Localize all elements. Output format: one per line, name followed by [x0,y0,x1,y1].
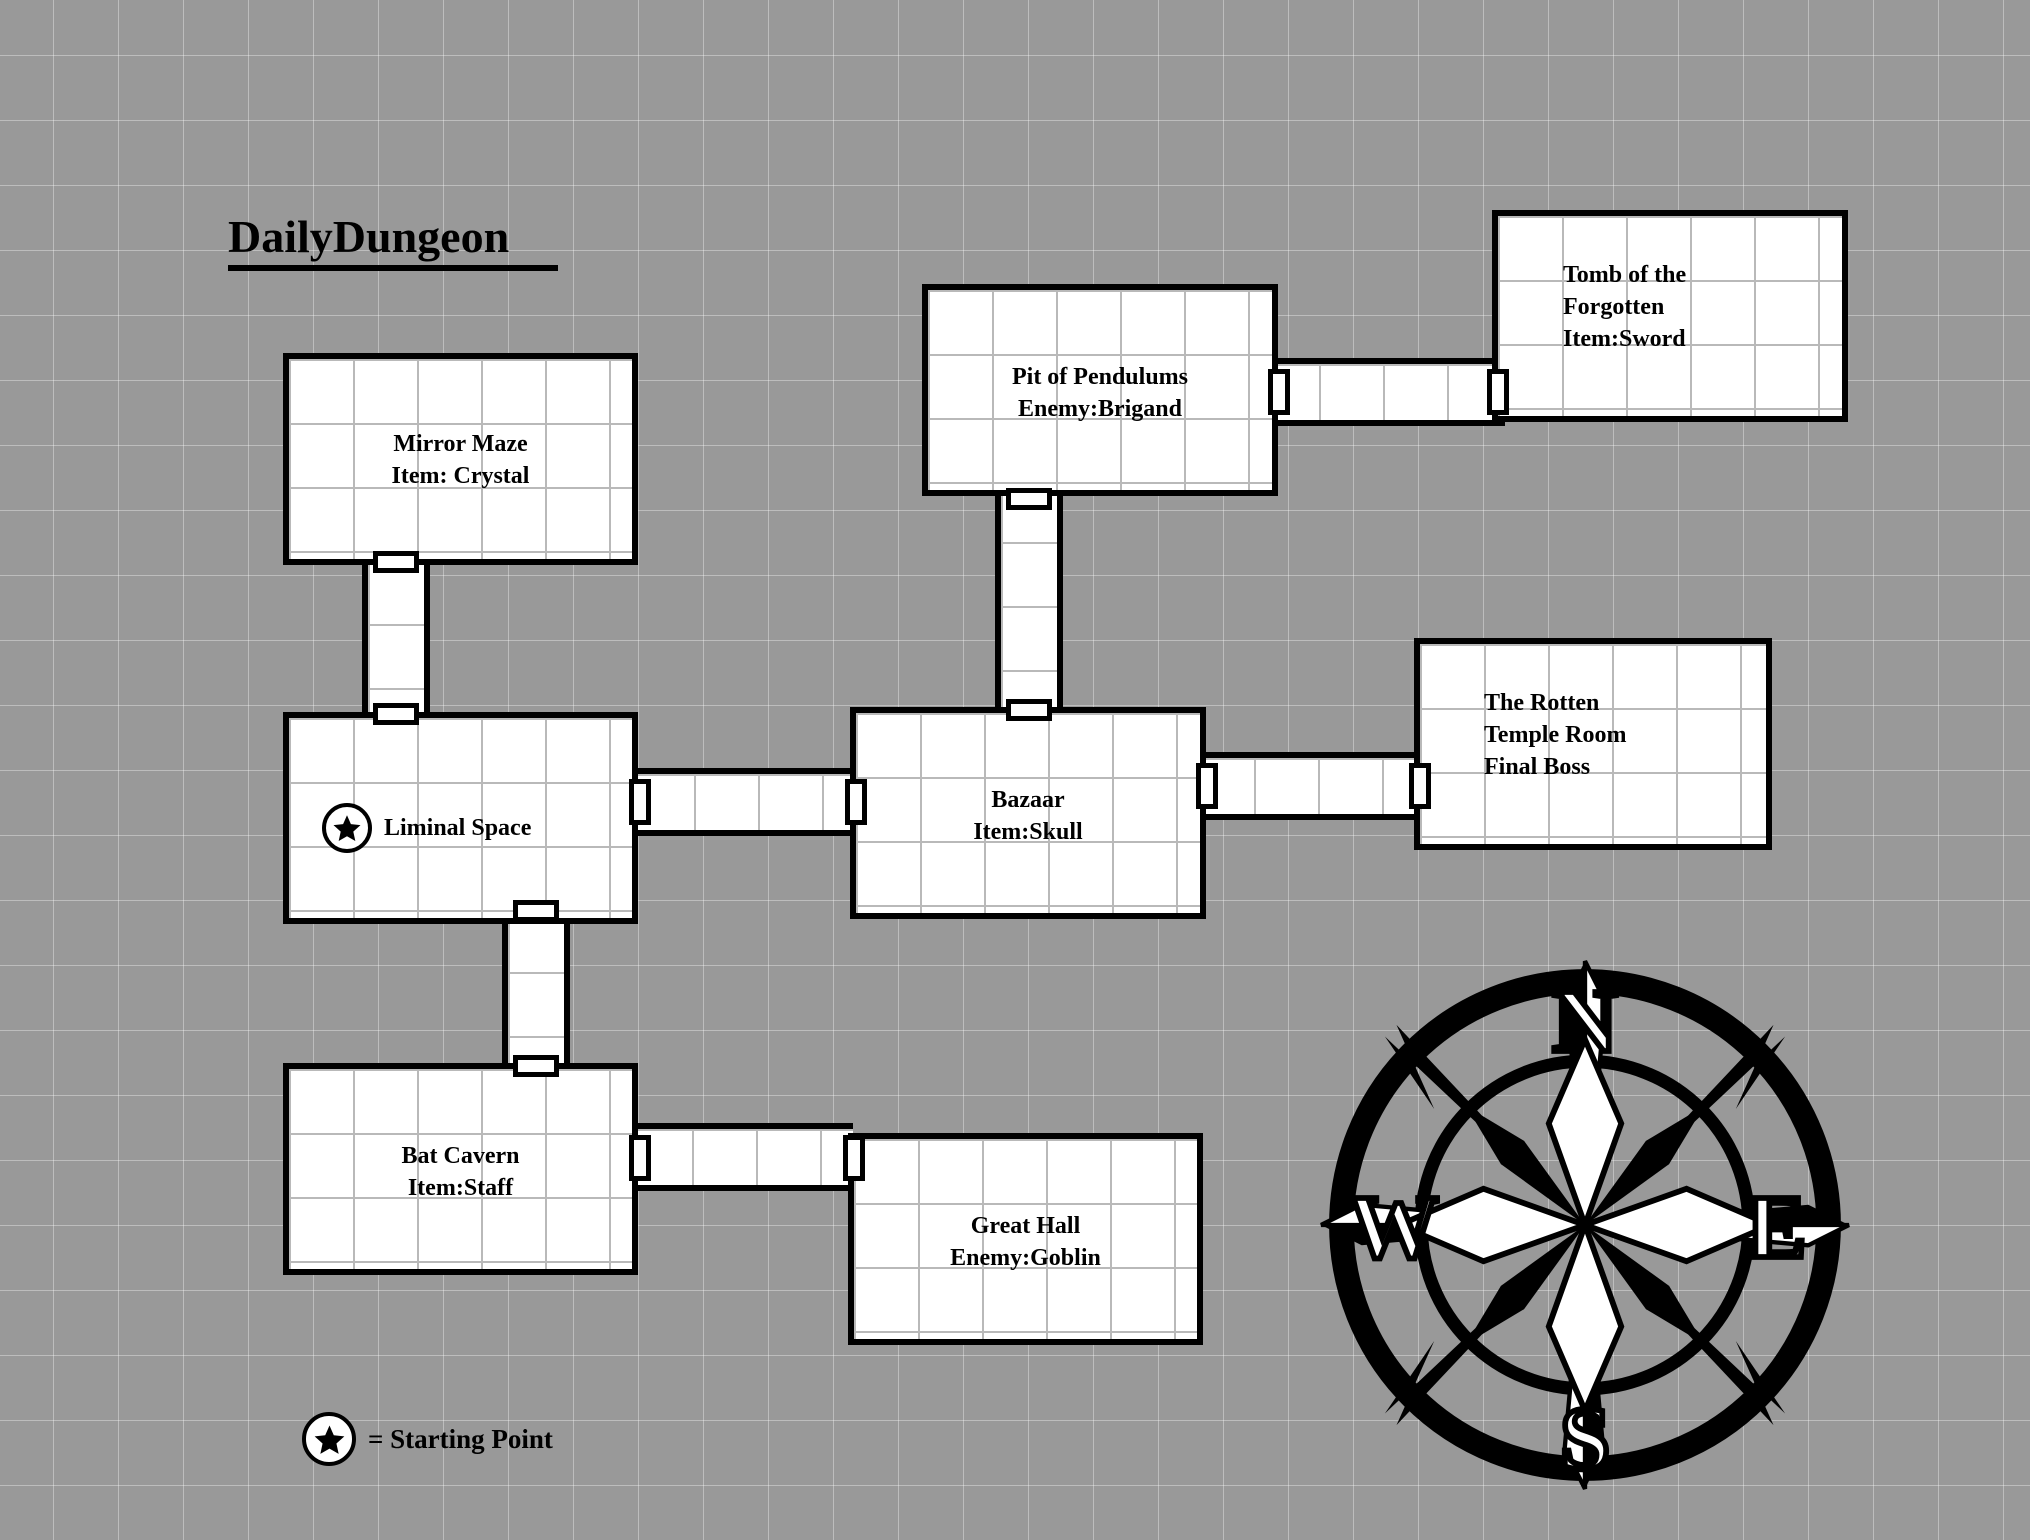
door-tomb-west[interactable] [1487,369,1509,415]
compass-rose: N E S W [1295,935,1875,1515]
corridor-liminal-space-to-bat-cavern [502,908,570,1068]
room-label-rotten-temple-room: The Rotten Temple Room Final Boss [1484,690,1627,780]
compass-label-west: W [1349,1178,1439,1277]
room-liminal-space[interactable]: Liminal Space [283,712,638,924]
door-liminal-space-east[interactable] [629,779,651,825]
map-title: DailyDungeon [228,214,558,271]
compass-label-east: E [1746,1178,1806,1277]
door-bat-cavern-north[interactable] [513,1055,559,1077]
door-bazaar-east[interactable] [1196,763,1218,809]
legend: = Starting Point [302,1412,553,1466]
door-liminal-space-south[interactable] [513,900,559,922]
room-label-tomb-of-the-forgotten: Tomb of the Forgotten Item:Sword [1563,262,1687,352]
room-label-liminal-space: Liminal Space [384,815,532,841]
title-underline [228,265,558,271]
starting-point-icon [322,803,372,853]
room-bat-cavern[interactable]: Bat Cavern Item:Staff [283,1063,638,1275]
compass-label-north: N [1553,972,1618,1071]
corridor-pit-of-pendulums-to-tomb [1255,358,1505,426]
legend-label: = Starting Point [368,1423,553,1454]
door-great-hall-west[interactable] [843,1135,865,1181]
door-pit-of-pendulums-east[interactable] [1268,369,1290,415]
legend-star-icon [302,1412,356,1466]
corridor-mirror-maze-to-liminal-space [362,560,430,720]
room-tomb-of-the-forgotten[interactable]: Tomb of the Forgotten Item:Sword [1492,210,1848,422]
room-bazaar[interactable]: Bazaar Item:Skull [850,707,1206,919]
door-bat-cavern-east[interactable] [629,1135,651,1181]
page-title: DailyDungeon [228,211,510,262]
room-rotten-temple-room[interactable]: The Rotten Temple Room Final Boss [1414,638,1772,850]
door-mirror-maze-south[interactable] [373,551,419,573]
corridor-bat-cavern-to-great-hall [628,1123,853,1191]
room-mirror-maze[interactable]: Mirror Maze Item: Crystal [283,353,638,565]
room-label-pit-of-pendulums: Pit of Pendulums Enemy:Brigand [1011,364,1188,422]
compass-label-south: S [1560,1390,1610,1489]
door-liminal-space-north[interactable] [373,703,419,725]
room-label-bat-cavern: Bat Cavern Item:Staff [401,1143,520,1201]
room-label-great-hall: Great Hall Enemy:Goblin [950,1213,1101,1271]
corridor-liminal-space-to-bazaar [630,768,855,836]
door-rotten-temple-room-west[interactable] [1409,763,1431,809]
door-bazaar-west[interactable] [845,779,867,825]
room-pit-of-pendulums[interactable]: Pit of Pendulums Enemy:Brigand [922,284,1278,496]
room-label-bazaar: Bazaar Item:Skull [973,787,1083,845]
door-bazaar-north[interactable] [1006,699,1052,721]
room-great-hall[interactable]: Great Hall Enemy:Goblin [848,1133,1203,1345]
door-pit-of-pendulums-south[interactable] [1006,488,1052,510]
room-label-mirror-maze: Mirror Maze Item: Crystal [391,431,530,489]
corridor-bazaar-to-rotten-temple-room [1190,752,1415,820]
corridor-bazaar-to-pit-of-pendulums [995,478,1063,718]
